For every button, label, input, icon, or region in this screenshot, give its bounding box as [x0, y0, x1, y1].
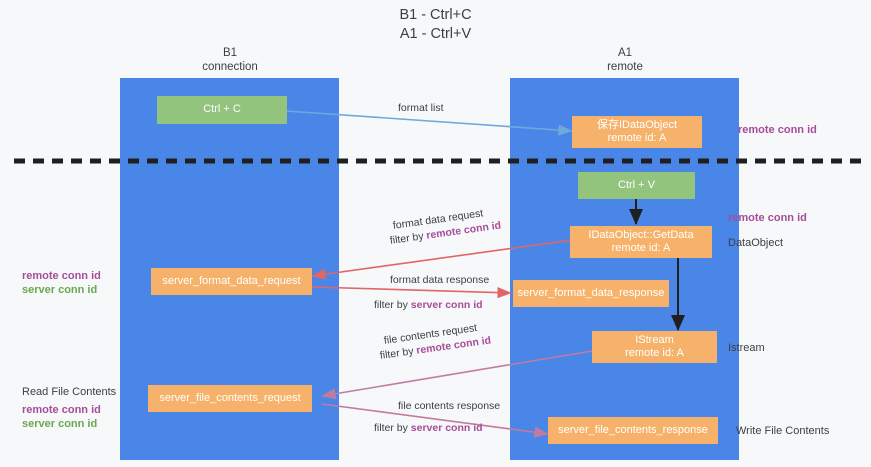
annotation-left-remote-conn-id: remote conn id — [22, 270, 101, 282]
node-server-file-contents-response[interactable]: server_file_contents_response — [548, 417, 718, 444]
edge-label-format-list: format list — [398, 102, 444, 114]
server-conn-id-text: server conn id — [410, 299, 483, 311]
filter-by-text: filter by — [389, 229, 428, 247]
annotation-right-remote-conn-id-top: remote conn id — [738, 124, 817, 136]
node-server-format-data-response[interactable]: server_format_data_response — [513, 280, 669, 307]
annotation-right-write-file-contents: Write File Contents — [736, 425, 830, 437]
node-idataobject-getdata[interactable]: IDataObject::GetData remote id: A — [570, 226, 712, 258]
filter-by-text: filter by — [374, 422, 411, 434]
edge-label-format-data-response: format data response — [390, 274, 490, 286]
diagram-title: B1 - Ctrl+C A1 - Ctrl+V — [399, 7, 472, 42]
annotation-left-read-file-contents: Read File Contents — [22, 386, 117, 398]
node-ctrl-v[interactable]: Ctrl + V — [578, 172, 695, 199]
node-istream[interactable]: IStream remote id: A — [592, 331, 717, 363]
server-conn-id-text: server conn id — [410, 422, 483, 434]
annotation-right-remote-conn-id-mid: remote conn id — [728, 212, 807, 224]
annotation-right-istream: Istream — [728, 342, 765, 354]
node-ctrl-c[interactable]: Ctrl + C — [157, 96, 287, 124]
node-store-idataobject[interactable]: 保存IDataObject remote id: A — [572, 116, 702, 148]
lane-header-a1: A1 remote — [607, 47, 643, 73]
filter-by-text: filter by — [374, 299, 411, 311]
edge-label-file-contents-response: file contents response — [398, 400, 501, 412]
annotation-left-server-conn-id: server conn id — [22, 284, 98, 296]
annotation-right-dataobject: DataObject — [728, 237, 784, 249]
edge-label-filter-server-conn-id-file: filter by server conn id — [374, 421, 483, 435]
node-server-file-contents-request[interactable]: server_file_contents_request — [148, 385, 312, 412]
lane-header-b1: B1 connection — [202, 47, 258, 73]
annotation-left-remote-conn-id-2: remote conn id — [22, 404, 101, 416]
annotation-left-server-conn-id-2: server conn id — [22, 418, 98, 430]
node-server-format-data-request[interactable]: server_format_data_request — [151, 268, 312, 295]
edge-label-filter-server-conn-id-format: filter by server conn id — [374, 298, 483, 312]
filter-by-text: filter by — [379, 344, 418, 362]
